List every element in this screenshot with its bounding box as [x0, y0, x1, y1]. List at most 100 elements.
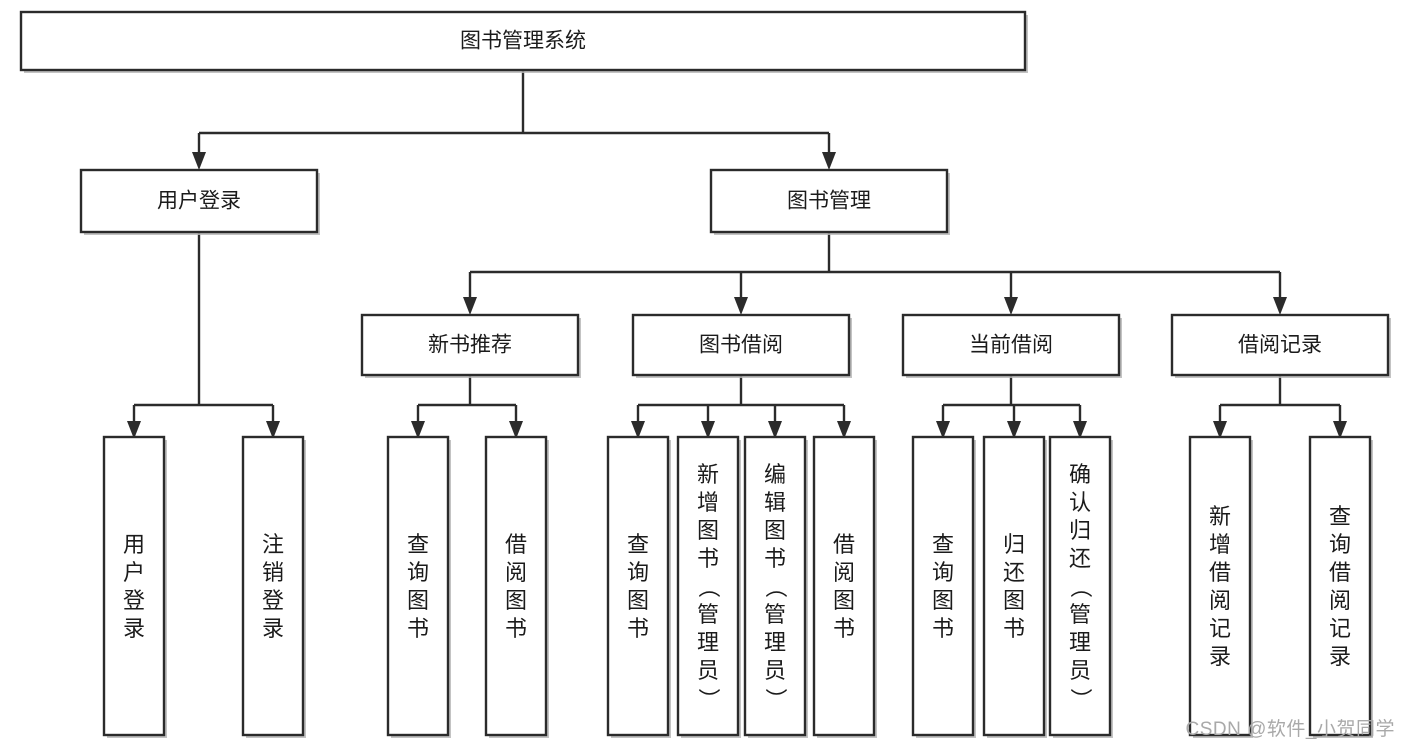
svg-text:书: 书: [407, 616, 429, 641]
node-level3-1[interactable]: 新书推荐: [360, 313, 581, 378]
svg-text:）: ）: [1068, 688, 1093, 710]
node-level3-3[interactable]: 当前借阅: [901, 313, 1122, 378]
arrow-head-icon: [411, 421, 425, 439]
svg-text:录: 录: [1329, 644, 1351, 669]
arrow-head-icon: [936, 421, 950, 439]
arrow-head-icon: [127, 421, 141, 439]
connector-edges-layer: [127, 70, 1347, 439]
svg-text:管: 管: [697, 602, 719, 627]
svg-text:查: 查: [1329, 504, 1351, 529]
svg-text:新: 新: [697, 462, 719, 487]
arrow-head-icon: [768, 421, 782, 439]
node-root-label: 图书管理系统: [460, 30, 586, 53]
svg-text:还: 还: [1003, 560, 1025, 585]
svg-text:辑: 辑: [764, 490, 786, 515]
svg-text:增: 增: [697, 490, 719, 515]
svg-text:书: 书: [1003, 616, 1025, 641]
node-level2-2[interactable]: 图书管理: [709, 168, 950, 235]
arrow-head-icon: [734, 297, 748, 315]
node-root[interactable]: 图书管理系统: [19, 10, 1028, 73]
arrow-head-icon: [192, 152, 206, 170]
svg-text:图: 图: [1003, 588, 1025, 613]
svg-text:（: （: [696, 576, 721, 598]
svg-text:询: 询: [407, 560, 429, 585]
node-level3-4[interactable]: 借阅记录: [1170, 313, 1391, 378]
svg-text:还: 还: [1069, 546, 1091, 571]
svg-text:新: 新: [1209, 504, 1231, 529]
svg-text:图: 图: [697, 518, 719, 543]
svg-text:理: 理: [697, 630, 719, 655]
svg-text:录: 录: [123, 616, 145, 641]
svg-text:归: 归: [1003, 532, 1025, 557]
svg-text:员: 员: [764, 658, 786, 683]
arrow-head-icon: [266, 421, 280, 439]
svg-text:图: 图: [627, 588, 649, 613]
arrow-head-icon: [1004, 297, 1018, 315]
svg-text:录: 录: [262, 616, 284, 641]
svg-text:归: 归: [1069, 518, 1091, 543]
svg-text:询: 询: [1329, 532, 1351, 557]
arrow-head-icon: [509, 421, 523, 439]
svg-text:编: 编: [764, 462, 786, 487]
svg-text:登: 登: [262, 588, 284, 613]
svg-text:询: 询: [932, 560, 954, 585]
leaf-node-1[interactable]: 用户登录: [102, 435, 167, 738]
node-level2-1[interactable]: 用户登录: [79, 168, 320, 235]
leaf-node-label: 用户登录: [123, 532, 145, 641]
svg-text:查: 查: [407, 532, 429, 557]
svg-text:图: 图: [505, 588, 527, 613]
node-level2-label: 图书管理: [787, 190, 871, 213]
svg-text:借: 借: [833, 532, 855, 557]
svg-text:阅: 阅: [505, 560, 527, 585]
svg-text:）: ）: [763, 688, 788, 710]
svg-text:员: 员: [1069, 658, 1091, 683]
svg-text:书: 书: [697, 546, 719, 571]
svg-text:借: 借: [1209, 560, 1231, 585]
svg-text:用: 用: [123, 532, 145, 557]
svg-text:录: 录: [1209, 644, 1231, 669]
arrow-head-icon: [1333, 421, 1347, 439]
node-level3-label: 图书借阅: [699, 334, 783, 357]
arrow-head-icon: [1073, 421, 1087, 439]
svg-text:询: 询: [627, 560, 649, 585]
svg-text:图: 图: [407, 588, 429, 613]
arrow-head-icon: [463, 297, 477, 315]
node-level3-2[interactable]: 图书借阅: [631, 313, 852, 378]
svg-text:记: 记: [1209, 616, 1231, 641]
svg-text:增: 增: [1209, 532, 1231, 557]
svg-text:书: 书: [764, 546, 786, 571]
svg-text:）: ）: [696, 688, 721, 710]
arrow-head-icon: [1007, 421, 1021, 439]
svg-text:阅: 阅: [1329, 588, 1351, 613]
svg-text:（: （: [1068, 576, 1093, 598]
node-level3-label: 新书推荐: [428, 334, 512, 357]
svg-text:阅: 阅: [1209, 588, 1231, 613]
svg-text:图: 图: [764, 518, 786, 543]
svg-text:查: 查: [932, 532, 954, 557]
svg-text:认: 认: [1069, 490, 1091, 515]
svg-text:书: 书: [833, 616, 855, 641]
